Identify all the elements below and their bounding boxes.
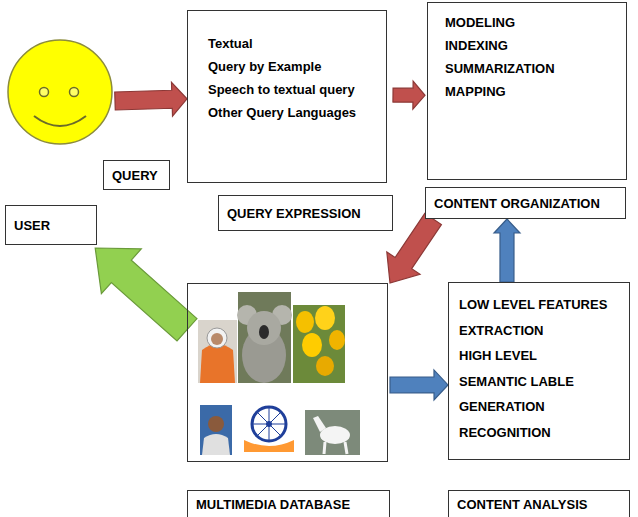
photo-ground	[200, 405, 232, 455]
tulips-photo	[293, 305, 345, 383]
block-arrow	[387, 213, 442, 283]
caption-box: CONTENT ANALYSIS	[448, 490, 630, 517]
caption-box: CONTENT ORGANIZATION	[425, 187, 626, 219]
block-arrow	[393, 81, 425, 109]
list-item: Other Query Languages	[208, 101, 366, 124]
block-arrow	[115, 82, 187, 116]
photo-ground	[240, 400, 298, 455]
outline-box: LOW LEVEL FEATURESEXTRACTIONHIGH LEVELSE…	[448, 282, 630, 460]
list-item: Textual	[208, 32, 366, 55]
list-item: EXTRACTION	[459, 318, 619, 344]
tulip	[302, 333, 322, 357]
face	[208, 416, 224, 432]
smile	[34, 116, 86, 126]
block-arrow	[494, 219, 520, 282]
face-circle	[8, 40, 112, 144]
block-arrow	[390, 370, 448, 400]
caption-text: MULTIMEDIA DATABASE	[196, 497, 350, 512]
list-item: LOW LEVEL FEATURES	[459, 292, 619, 318]
tulip	[296, 311, 314, 333]
multimedia-database-node: MULTIMEDIA DATABASE	[187, 283, 390, 517]
outline-box	[187, 283, 388, 462]
smiley-face	[8, 40, 112, 144]
outline-box: TextualQuery by ExampleSpeech to textual…	[187, 10, 387, 183]
block-arrow	[95, 248, 197, 341]
list-item: INDEXING	[445, 34, 609, 57]
caption-box: USER	[5, 205, 97, 245]
photo-ground	[238, 292, 291, 383]
outline-box: MODELINGINDEXINGSUMMARIZATIONMAPPING	[427, 2, 627, 180]
caption-text: USER	[14, 218, 50, 233]
horse-photo	[305, 410, 360, 455]
caption-text: CONTENT ANALYSIS	[457, 497, 588, 512]
query-expression-node: TextualQuery by ExampleSpeech to textual…	[187, 10, 393, 232]
caption-box: QUERY EXPRESSION	[218, 195, 393, 231]
astronaut-photo	[198, 320, 237, 383]
shirt	[202, 434, 230, 455]
wheel-spokes	[252, 407, 286, 441]
face	[211, 333, 223, 345]
head	[247, 311, 281, 345]
list-item: RECOGNITION	[459, 420, 619, 446]
content-organization-node: MODELINGINDEXINGSUMMARIZATIONMAPPING CONT…	[425, 2, 628, 219]
list-item: GENERATION	[459, 394, 619, 420]
suit	[200, 344, 235, 383]
caption-box: MULTIMEDIA DATABASE	[187, 490, 390, 517]
list-item: HIGH LEVEL	[459, 343, 619, 369]
edge-label-box: QUERY	[103, 160, 170, 190]
list-item: Speech to textual query	[208, 78, 366, 101]
eye	[40, 88, 49, 97]
photo-ground	[293, 305, 345, 383]
photo-ground	[198, 320, 237, 383]
emblem-photo	[240, 400, 298, 455]
list-item: MAPPING	[445, 80, 609, 103]
tulip	[315, 306, 335, 330]
koala-photo	[237, 292, 292, 383]
list-item: SEMANTIC LABLE	[459, 369, 619, 395]
tulip	[316, 356, 334, 376]
content-analysis-node: LOW LEVEL FEATURESEXTRACTIONHIGH LEVELSE…	[448, 282, 630, 517]
eye	[70, 88, 79, 97]
horse-legs	[324, 442, 347, 454]
list-item: Query by Example	[208, 55, 366, 78]
caption-text: QUERY EXPRESSION	[227, 206, 361, 221]
list-item: SUMMARIZATION	[445, 57, 609, 80]
user-node: USER	[5, 38, 115, 248]
list-item: MODELING	[445, 11, 609, 34]
horse-neck	[313, 416, 326, 432]
edge-label: QUERY	[112, 168, 158, 183]
tulip	[329, 330, 345, 350]
photo-ground	[305, 410, 360, 455]
caption-text: CONTENT ORGANIZATION	[434, 196, 600, 211]
helmet	[207, 328, 227, 348]
person-photo	[200, 405, 232, 455]
wheel	[252, 407, 286, 441]
nose	[259, 325, 269, 339]
